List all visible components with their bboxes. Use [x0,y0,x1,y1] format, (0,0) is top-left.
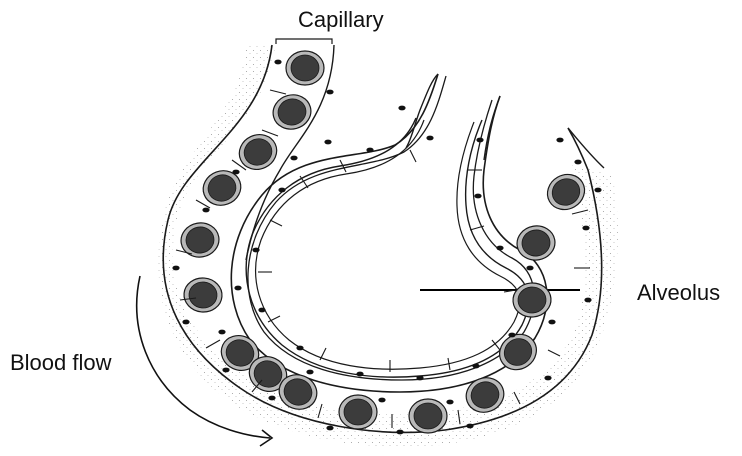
cell-nucleus [472,364,479,369]
cell-nucleus [172,266,179,271]
blood-flow-label: Blood flow [10,352,112,374]
cell-nucleus [496,246,503,251]
cell-nucleus [556,138,563,143]
cell-nucleus [274,60,281,65]
capillary-label: Capillary [298,9,384,31]
cell-nucleus [544,376,551,381]
cell-nucleus [296,346,303,351]
cell-boundary [206,340,220,348]
cell-boundary [410,150,416,162]
cell-nucleus [202,208,209,213]
cell-nucleus [234,286,241,291]
cell-nucleus [218,330,225,335]
red-blood-cell-core [291,55,319,81]
cell-nucleus [398,106,405,111]
cell-nucleus [582,226,589,231]
cell-nucleus [326,426,333,431]
cell-nucleus [356,372,363,377]
cell-nucleus [548,320,555,325]
cell-nucleus [326,90,333,95]
red-blood-cell-core [344,399,372,425]
alveolus-label: Alveolus [637,282,720,304]
capillary-bracket [276,39,332,44]
cell-nucleus [446,400,453,405]
cell-nucleus [466,424,473,429]
cell-nucleus [476,138,483,143]
cell-boundary [270,220,282,226]
cell-nucleus [268,396,275,401]
cell-nucleus [366,148,373,153]
cell-nucleus [594,188,601,193]
cell-nucleus [290,156,297,161]
alveolus-airway-left [406,74,438,148]
cell-nucleus [416,376,423,381]
cell-nucleus [258,308,265,313]
cell-nucleus [474,194,481,199]
cell-boundary [196,200,210,208]
cell-nucleus [252,248,259,253]
cell-nucleus [426,136,433,141]
cell-nucleus [378,398,385,403]
cell-nucleus [306,370,313,375]
cell-nucleus [222,368,229,373]
cell-nucleus [396,430,403,435]
capillary-inner-wall-right [568,128,604,168]
cell-boundary [548,350,560,356]
cell-nucleus [232,170,239,175]
red-blood-cell-core [414,403,442,429]
cell-nucleus [278,188,285,193]
cell-nucleus [324,140,331,145]
cell-boundary [270,90,286,94]
cell-nucleus [182,320,189,325]
cell-nucleus [508,333,515,338]
cell-nucleus [574,160,581,165]
cell-nucleus [526,266,533,271]
cell-nucleus [584,298,591,303]
